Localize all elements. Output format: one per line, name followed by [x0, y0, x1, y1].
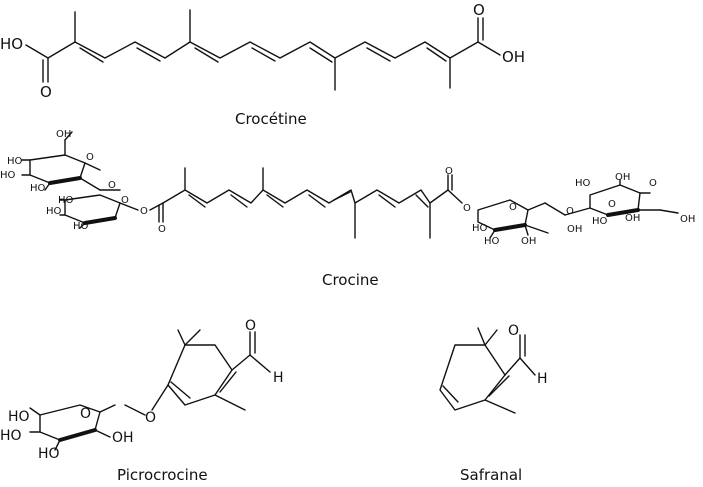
crocine-oh-label-1: OH: [56, 129, 71, 140]
crocine-ho-label-10: HO: [592, 216, 608, 227]
crocetine-left-ho-label: HO: [0, 35, 23, 53]
crocine-ring-o-label-2: O: [121, 195, 129, 206]
crocine-ho-label-4: HO: [46, 206, 62, 217]
picrocrocine-ho-label-1: HO: [8, 409, 30, 425]
picrocrocine-aldehyde-o-label: O: [245, 318, 256, 334]
safranal-caption: Safranal: [460, 466, 523, 484]
crocine-ester-o-label-left: O: [140, 206, 148, 217]
crocine-ho-label-2: HO: [0, 170, 16, 181]
crocetine-caption: Crocétine: [235, 110, 307, 128]
picrocrocine-caption: Picrocrocine: [117, 466, 208, 484]
crocine-ring-o-label-3: O: [509, 202, 517, 213]
picrocrocine-ring-o-label: O: [80, 406, 91, 422]
picrocrocine-oh-label: OH: [112, 430, 134, 446]
picrocrocine-glycoside-o-label: O: [145, 410, 156, 426]
crocine-carbonyl-o-label-left: O: [158, 224, 166, 235]
picrocrocine-ho-label-3: HO: [38, 446, 60, 462]
crocine-oh-label-4: OH: [615, 172, 630, 183]
crocetine-structure: HO O O OH: [0, 1, 525, 101]
crocine-oh-label-6: OH: [680, 214, 695, 225]
crocine-ho-label-1: HO: [7, 156, 23, 167]
picrocrocine-ho-label-2: HO: [0, 428, 22, 444]
crocine-ring-o-label-4: O: [649, 178, 657, 189]
safranal-structure: O H: [439, 323, 548, 414]
crocine-oh-label-3: OH: [567, 224, 582, 235]
crocine-ho-label-7: HO: [472, 223, 488, 234]
crocetine-left-carbonyl-o-label: O: [40, 83, 52, 101]
crocine-ho-label-5: HO: [58, 195, 74, 206]
crocine-oh-label-2: OH: [521, 236, 536, 247]
safranal-aldehyde-h-label: H: [537, 371, 548, 387]
crocine-linker-o-label-2: O: [566, 206, 574, 217]
crocine-ester-o-label-right: O: [463, 203, 471, 214]
crocine-ho-label-3: HO: [30, 183, 46, 194]
crocine-ho-label-6: HO: [73, 221, 89, 232]
crocetine-right-oh-label: OH: [502, 48, 525, 66]
crocine-ho-label-8: HO: [484, 236, 500, 247]
crocetine-right-carbonyl-o-label: O: [473, 1, 485, 19]
safranal-aldehyde-o-label: O: [508, 323, 519, 339]
picrocrocine-aldehyde-h-label: H: [273, 370, 284, 386]
crocine-structure: OH O HO HO HO O O HO HO HO O O O O O HO …: [0, 129, 695, 247]
crocine-caption: Crocine: [322, 271, 379, 289]
picrocrocine-structure: O H O O HO HO HO OH: [0, 318, 284, 462]
crocine-carbonyl-o-label-right: O: [445, 166, 453, 177]
crocine-linker-o-label-1: O: [108, 180, 116, 191]
crocine-ho-label-9: HO: [575, 178, 591, 189]
crocine-oh-label-5: OH: [625, 213, 640, 224]
crocine-ring-o-label-5: O: [608, 199, 616, 210]
crocine-ring-o-label-1: O: [86, 152, 94, 163]
